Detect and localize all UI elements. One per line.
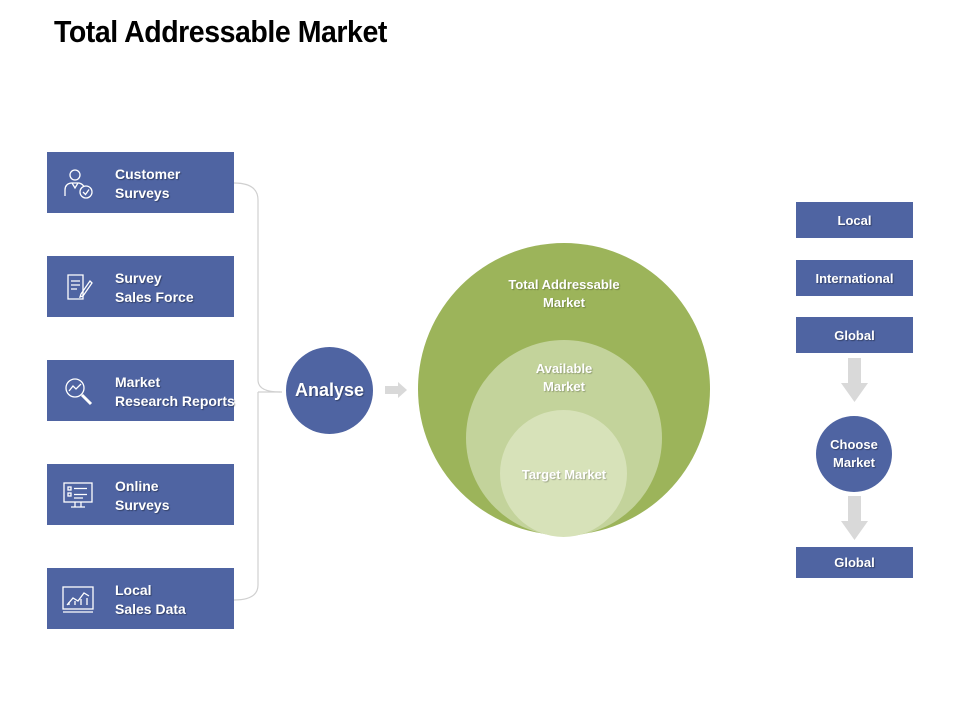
arrow-down-icon bbox=[841, 496, 868, 540]
bracket-line bbox=[233, 182, 281, 601]
option-international: International bbox=[796, 260, 913, 296]
source-line2: Surveys bbox=[115, 185, 170, 201]
page-title: Total Addressable Market bbox=[54, 14, 387, 49]
magnifier-chart-icon bbox=[65, 378, 93, 406]
target-market-label: Target Market bbox=[504, 466, 624, 484]
source-line1: Customer bbox=[115, 166, 181, 182]
source-line1: Market bbox=[115, 374, 161, 390]
available-market-line1: Available bbox=[535, 361, 593, 376]
choose-line1: Choose bbox=[830, 437, 878, 452]
total-market-line1: Total Addressable bbox=[508, 277, 620, 292]
source-line2: Surveys bbox=[115, 497, 170, 513]
arrow-right-icon bbox=[385, 382, 407, 398]
available-market-label: Available Market bbox=[504, 360, 624, 396]
target-market-circle bbox=[500, 410, 627, 537]
monitor-checklist-icon bbox=[63, 482, 93, 508]
source-line1: Survey bbox=[115, 270, 162, 286]
source-line2: Sales Force bbox=[115, 289, 194, 305]
option-global: Global bbox=[796, 317, 913, 353]
customer-icon bbox=[64, 169, 93, 199]
analyse-circle: Analyse bbox=[286, 347, 373, 434]
available-market-line2: Market bbox=[543, 379, 585, 394]
source-line2: Sales Data bbox=[115, 601, 186, 617]
target-market-line1: Target Market bbox=[521, 467, 607, 482]
choose-line2: Market bbox=[833, 455, 875, 470]
total-market-line2: Market bbox=[543, 295, 585, 310]
line-chart-icon bbox=[62, 586, 94, 613]
arrow-down-icon bbox=[841, 358, 868, 402]
source-line1: Online bbox=[115, 478, 159, 494]
option-local: Local bbox=[796, 202, 913, 238]
source-line1: Local bbox=[115, 582, 152, 598]
result-global: Global bbox=[796, 547, 913, 578]
total-market-label: Total Addressable Market bbox=[484, 276, 644, 312]
choose-market-circle: Choose Market bbox=[816, 416, 892, 492]
source-line2: Research Reports bbox=[115, 393, 235, 409]
document-edit-icon bbox=[67, 274, 93, 300]
